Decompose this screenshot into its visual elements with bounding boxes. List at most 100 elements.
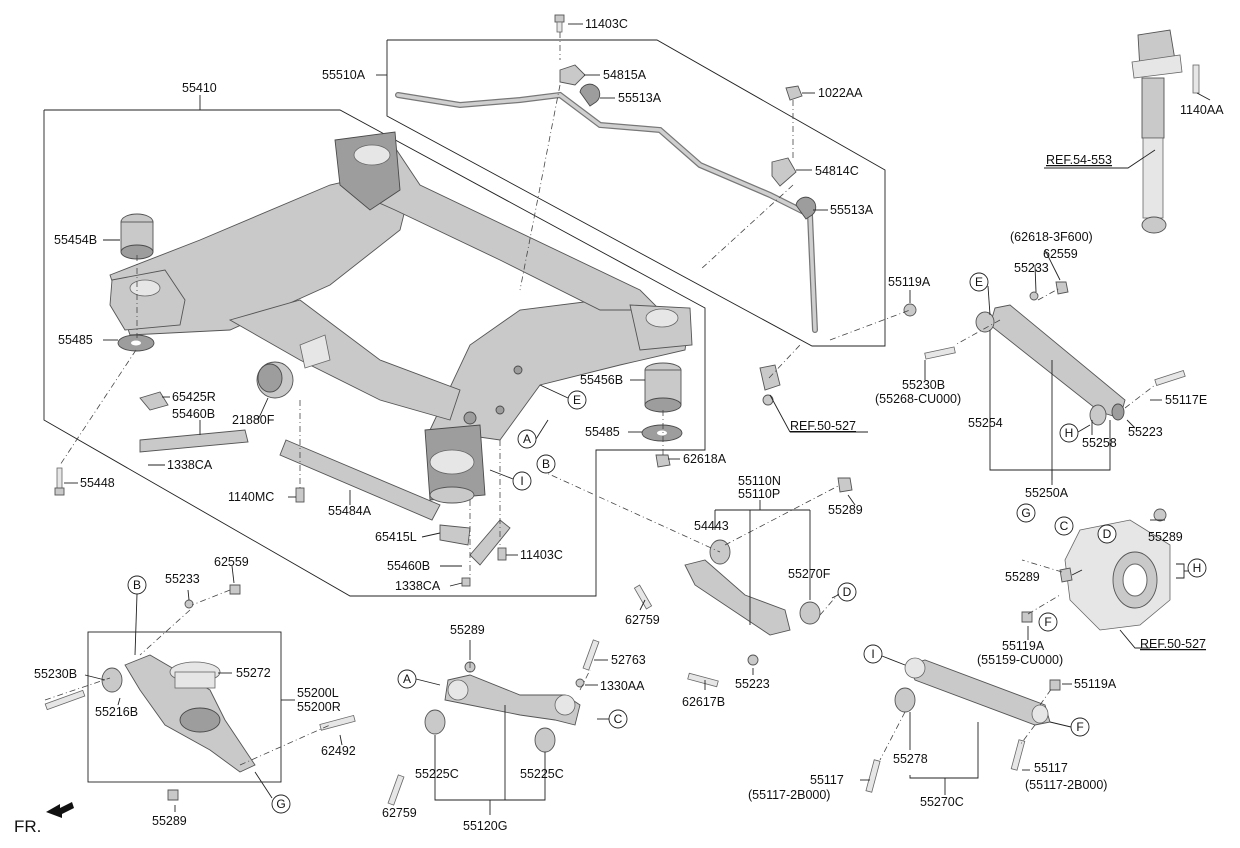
callout-b-1: B <box>542 457 550 471</box>
label-55289-mid: 55289 <box>828 503 863 517</box>
label-11403c-top: 11403C <box>585 17 628 31</box>
label-62492: 62492 <box>321 744 356 758</box>
label-11403c-bottom: 11403C <box>520 548 563 562</box>
dash-lines <box>44 32 1156 766</box>
label-55454b: 55454B <box>54 233 97 247</box>
label-55289-right-top: 55289 <box>1148 530 1183 544</box>
toe-arm-55270f <box>633 477 853 688</box>
label-55119a-mid: 55119A <box>1002 639 1045 653</box>
label-55272: 55272 <box>236 666 271 680</box>
callout-h-2: H <box>1193 561 1202 575</box>
label-55258: 55258 <box>1082 436 1117 450</box>
label-54443: 54443 <box>694 519 729 533</box>
stabilizer-group-box <box>386 39 886 347</box>
label-65415l: 65415L <box>375 530 417 544</box>
label-62759-bottom: 62759 <box>382 806 417 820</box>
label-1338ca-top: 1338CA <box>167 458 213 472</box>
shock-absorber <box>1131 29 1200 234</box>
leader-lines <box>64 23 1211 815</box>
label-62759-mid: 62759 <box>625 613 660 627</box>
callout-b-2: B <box>133 578 141 592</box>
label-65425r: 65425R <box>172 390 216 404</box>
label-55513a-2: 55513A <box>830 203 874 217</box>
callout-c-2: C <box>614 712 623 726</box>
label-55513a-1: 55513A <box>618 91 662 105</box>
label-55484a: 55484A <box>328 504 372 518</box>
subframe-group-box <box>43 109 706 597</box>
label-55120g: 55120G <box>463 819 507 833</box>
label-55250a: 55250A <box>1025 486 1069 500</box>
lower-arm-55200l <box>44 584 356 801</box>
label-55485-right: 55485 <box>585 425 620 439</box>
label-55159-cu000: (55159-CU000) <box>977 653 1063 667</box>
label-55289-bottom-center: 55289 <box>450 623 485 637</box>
callout-e-1: E <box>573 393 581 407</box>
label-55200l: 55200L <box>297 686 339 700</box>
label-55460b-bottom: 55460B <box>387 559 430 573</box>
label-55485-left: 55485 <box>58 333 93 347</box>
label-1140mc: 1140MC <box>228 490 274 504</box>
callout-f-2: F <box>1076 720 1083 734</box>
label-62617b: 62617B <box>682 695 725 709</box>
label-55117-right: 55117 <box>1034 761 1068 775</box>
part-labels: 11403C 55510A 54815A 55513A 1022AA 54814… <box>14 17 1224 836</box>
label-62618-3f600: (62618-3F600) <box>1010 230 1093 244</box>
front-label: FR. <box>14 817 41 836</box>
label-55233-left: 55233 <box>165 572 200 586</box>
callout-f-1: F <box>1044 615 1051 629</box>
callout-i-2: I <box>871 647 874 661</box>
label-55456b: 55456B <box>580 373 623 387</box>
label-55230b-right: 55230B <box>902 378 945 392</box>
label-55117-2b000-right: (55117-2B000) <box>1025 778 1107 792</box>
label-1330aa: 1330AA <box>600 679 645 693</box>
ref-54-553: REF.54-553 <box>1046 153 1112 167</box>
label-1338ca-bottom: 1338CA <box>395 579 441 593</box>
label-55117e: 55117E <box>1165 393 1207 407</box>
label-55119a-bottom: 55119A <box>1074 677 1117 691</box>
callout-g-2: G <box>276 797 285 811</box>
arm-55270c <box>865 657 1061 793</box>
label-52763: 52763 <box>611 653 646 667</box>
label-55270f: 55270F <box>788 567 831 581</box>
label-1140aa: 1140AA <box>1180 103 1224 117</box>
label-55110p: 55110P <box>738 487 780 501</box>
ref-50-527-top: REF.50-527 <box>790 419 856 433</box>
subframe-crossmember <box>109 131 693 504</box>
label-55216b: 55216B <box>95 705 138 719</box>
label-55223-right: 55223 <box>1128 425 1163 439</box>
callout-i-1: I <box>520 474 523 488</box>
label-55289-bottom-left: 55289 <box>152 814 187 828</box>
label-55225c-left: 55225C <box>415 767 459 781</box>
label-55117-left: 55117 <box>810 773 844 787</box>
label-54814c: 54814C <box>815 164 859 178</box>
label-55117-2b000-left: (55117-2B000) <box>748 788 830 802</box>
callout-g-1: G <box>1021 506 1030 520</box>
label-62559-right: 62559 <box>1043 247 1078 261</box>
label-55233-right: 55233 <box>1014 261 1049 275</box>
lower-arm-group-box <box>87 631 282 783</box>
label-21880f: 21880F <box>232 413 275 427</box>
label-55270c: 55270C <box>920 795 964 809</box>
ref-50-527-bottom: REF.50-527 <box>1140 637 1206 651</box>
stabilizer-bar <box>395 91 818 333</box>
label-55110n: 55110N <box>738 474 781 488</box>
label-55410: 55410 <box>182 81 217 95</box>
label-55460b-top: 55460B <box>172 407 215 421</box>
label-62559-left: 62559 <box>214 555 249 569</box>
label-55119a-top: 55119A <box>888 275 931 289</box>
label-55289-right-left: 55289 <box>1005 570 1040 584</box>
callout-c-1: C <box>1060 519 1069 533</box>
label-54815a: 54815A <box>603 68 647 82</box>
knuckle <box>1021 508 1171 631</box>
label-55200r: 55200R <box>297 700 341 714</box>
callout-d-2: D <box>1103 527 1112 541</box>
label-1022aa: 1022AA <box>818 86 863 100</box>
label-62618a: 62618A <box>683 452 727 466</box>
label-55230b-left: 55230B <box>34 667 77 681</box>
callout-d-1: D <box>843 585 852 599</box>
callout-a-1: A <box>523 432 531 446</box>
upper-arm-55250a <box>924 281 1186 426</box>
group-frames <box>43 39 886 783</box>
